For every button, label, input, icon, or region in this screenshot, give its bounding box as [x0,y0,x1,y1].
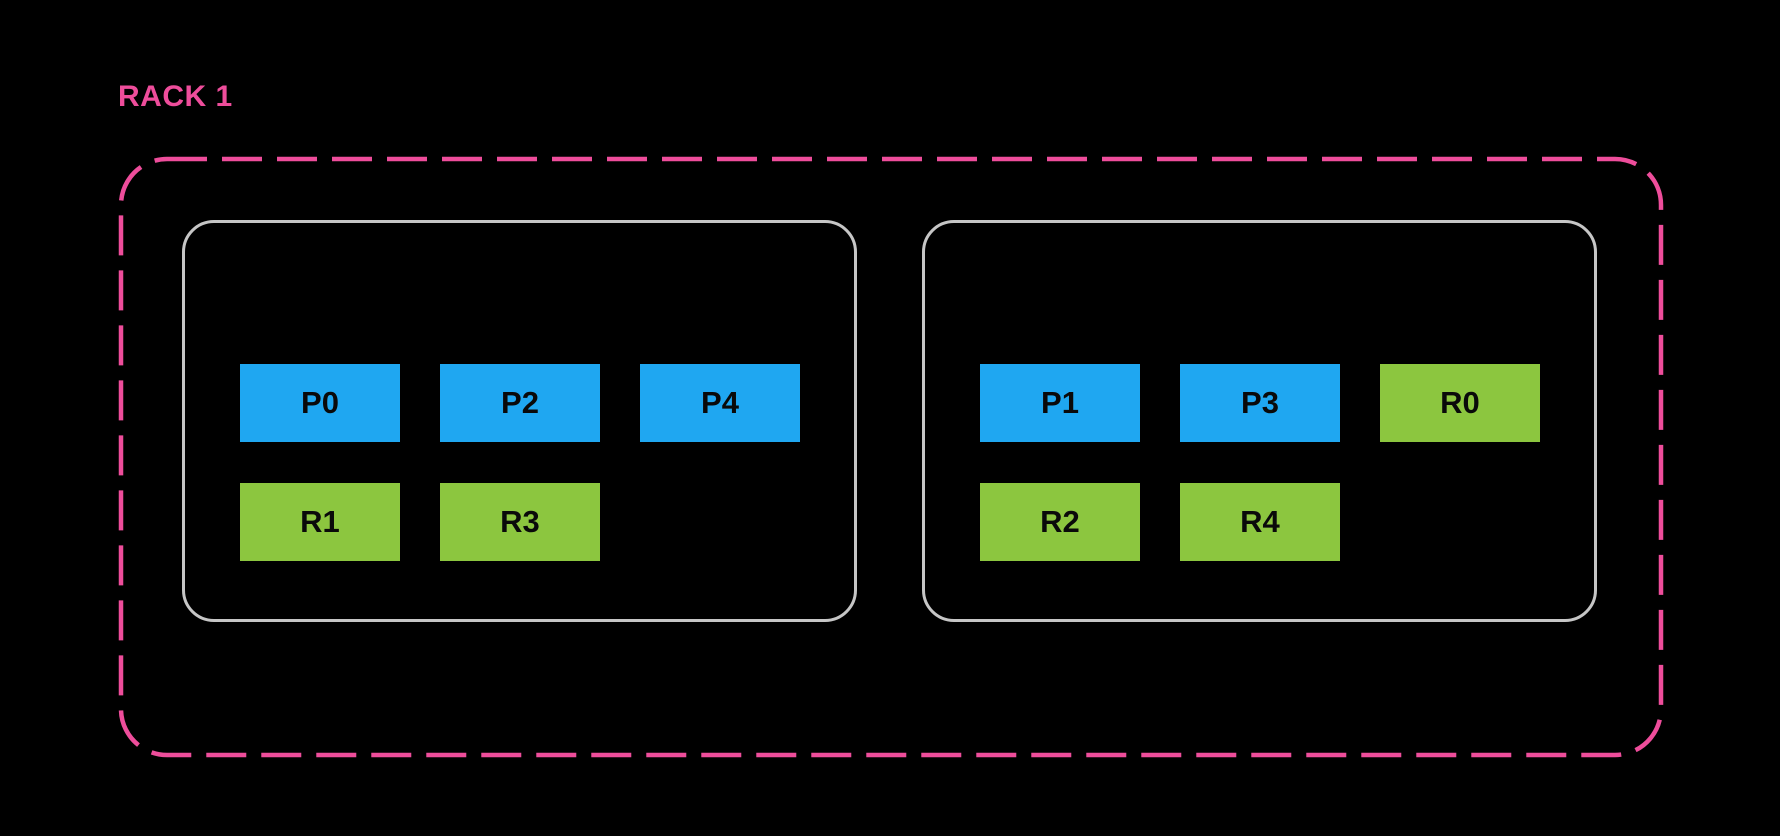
rack-boundary-dashed-border [118,156,1664,758]
replica-box-r3: R3 [440,483,600,561]
replica-box-r4: R4 [1180,483,1340,561]
replica-box-r2: R2 [980,483,1140,561]
node-left [182,220,857,622]
replica-box-r1: R1 [240,483,400,561]
node-right [922,220,1597,622]
partition-box-p3: P3 [1180,364,1340,442]
partition-box-p1: P1 [980,364,1140,442]
partition-box-p2: P2 [440,364,600,442]
partition-box-p4: P4 [640,364,800,442]
partition-box-p0: P0 [240,364,400,442]
replica-box-r0: R0 [1380,364,1540,442]
rack-title: RACK 1 [118,80,233,113]
